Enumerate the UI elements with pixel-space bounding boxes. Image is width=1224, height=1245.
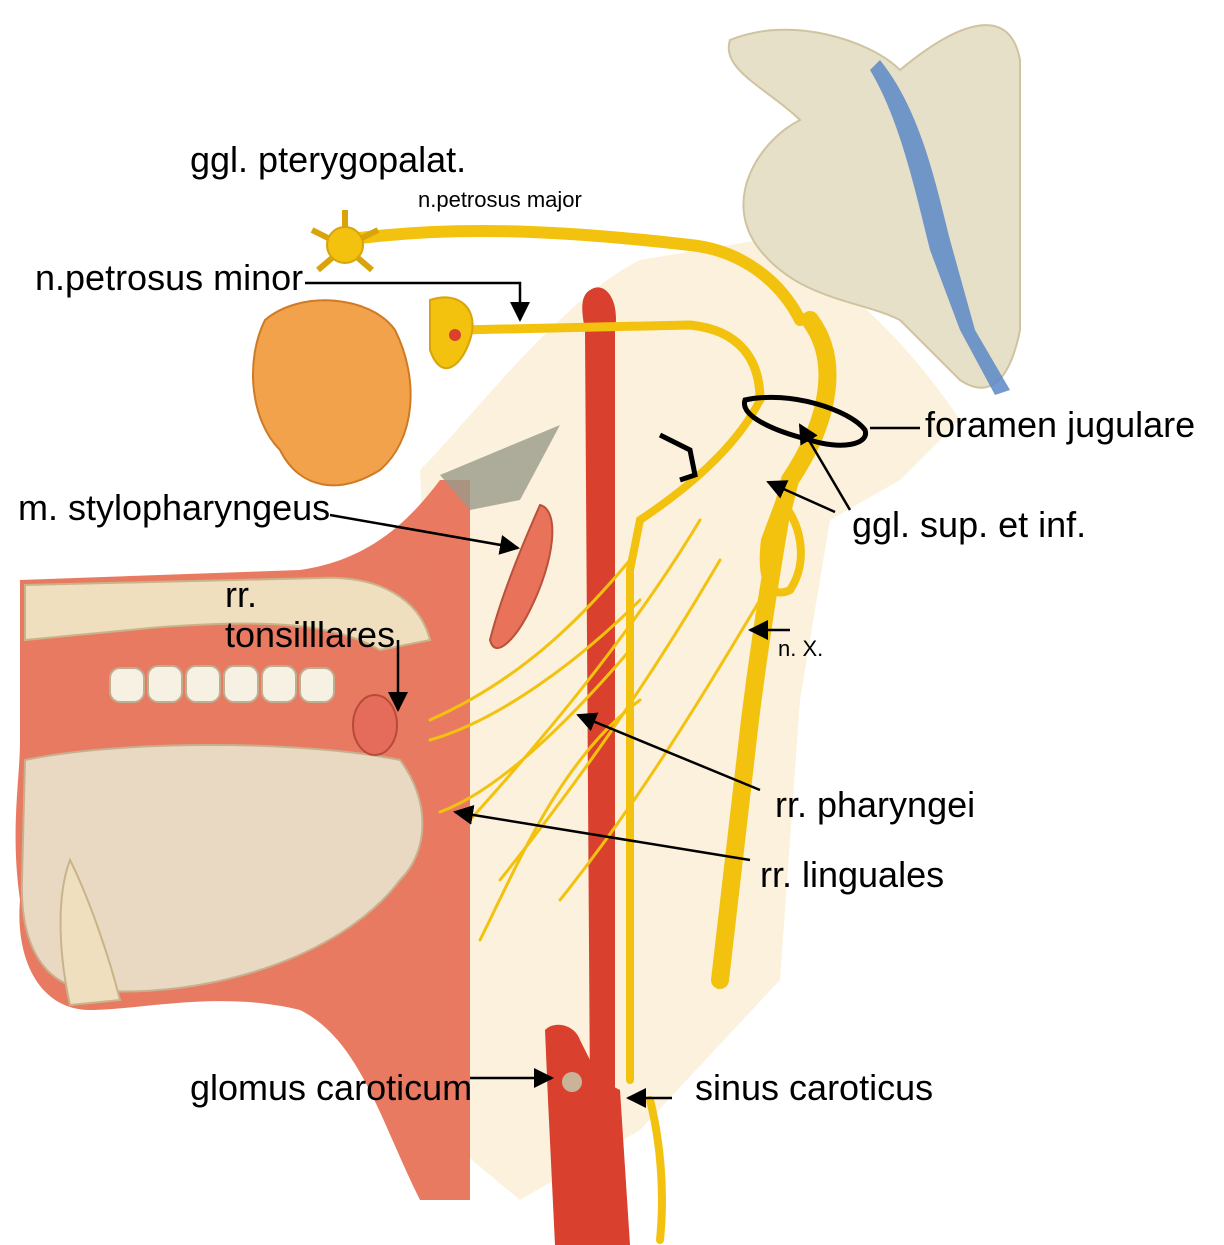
- label-rr-tonsillares-line1: rr.: [225, 575, 257, 615]
- label-n-petrosus-major: n.petrosus major: [418, 188, 582, 212]
- label-rr-linguales: rr. linguales: [760, 855, 944, 895]
- carotid-body: [562, 1072, 582, 1092]
- label-foramen-jugulare: foramen jugulare: [925, 405, 1195, 445]
- parotid-gland: [253, 300, 411, 485]
- label-glomus-caroticum: glomus caroticum: [190, 1068, 472, 1108]
- label-n-x: n. X.: [778, 637, 823, 661]
- label-sinus-caroticus: sinus caroticus: [695, 1068, 933, 1108]
- label-ggl-pterygopalat: ggl. pterygopalat.: [190, 140, 466, 180]
- tonsil: [353, 695, 397, 755]
- label-m-stylopharyngeus: m. stylopharyngeus: [18, 488, 330, 528]
- label-n-petrosus-minor: n.petrosus minor: [35, 258, 303, 298]
- otic-ganglion: [430, 297, 473, 368]
- label-rr-pharyngei: rr. pharyngei: [775, 785, 975, 825]
- label-rr-tonsillares-line2: tonsilllares: [225, 615, 395, 655]
- soft-tissue-background: [420, 240, 960, 1200]
- label-ggl-sup-et-inf: ggl. sup. et inf.: [852, 505, 1086, 545]
